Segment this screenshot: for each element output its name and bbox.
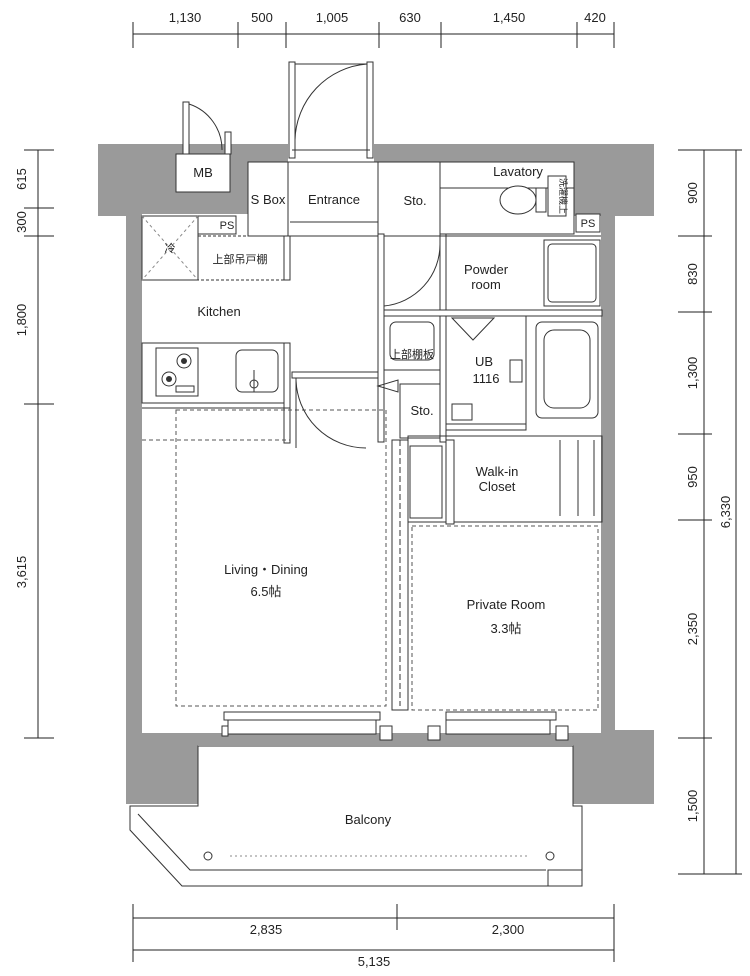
toilet-icon: 洗濯機上 (499, 175, 569, 217)
washer-tag: 洗濯機上 (558, 178, 569, 214)
dim-top-2: 500 (251, 10, 273, 25)
dimension-bottom: 2,835 2,300 5,135 (132, 904, 615, 969)
dim-left-3: 1,800 (14, 304, 29, 337)
interior-doors[interactable] (291, 243, 441, 449)
dim-left-2: 300 (14, 211, 29, 233)
ub-label-1: UB (475, 354, 493, 369)
dimension-top: 1,130 500 1,005 630 1,450 420 (132, 10, 615, 48)
interior-walls (141, 161, 603, 711)
windows-south (221, 711, 569, 741)
dimension-right: 900 830 1,300 950 2,350 1,500 6,330 (678, 149, 742, 875)
dim-right-1: 900 (685, 182, 700, 204)
sto-mid-label: Sto. (410, 403, 433, 418)
powder-label-2: room (471, 277, 501, 292)
living-label-1: Living・Dining (224, 562, 308, 577)
sbox-label: S Box (251, 192, 286, 207)
mb-area: MB (175, 101, 232, 193)
dim-right-total: 6,330 (718, 496, 733, 529)
dim-top-3: 1,005 (316, 10, 349, 25)
ps-right-label: PS (581, 218, 596, 230)
mb-label: MB (193, 165, 213, 180)
dim-top-6: 420 (584, 10, 606, 25)
upper-shelf-label: 上部棚板 (390, 347, 434, 361)
balcony-label: Balcony (345, 812, 392, 827)
walkin-label-2: Closet (479, 479, 516, 494)
private-label-1: Private Room (467, 597, 546, 612)
sto-top-label: Sto. (403, 193, 426, 208)
dim-right-5: 2,350 (685, 613, 700, 646)
dim-bottom-1: 2,835 (250, 922, 283, 937)
dim-top-1: 1,130 (169, 10, 202, 25)
dim-right-3: 1,300 (685, 357, 700, 390)
entrance-door[interactable] (288, 61, 374, 159)
dim-bottom-2: 2,300 (492, 922, 525, 937)
dim-right-6: 1,500 (685, 790, 700, 823)
dim-top-4: 630 (399, 10, 421, 25)
dim-right-2: 830 (685, 263, 700, 285)
dimension-left: 615 300 1,800 3,615 (14, 149, 54, 739)
upper-cabinet-label: 上部吊戸棚 (213, 252, 268, 266)
dim-right-4: 950 (685, 466, 700, 488)
balcony (129, 745, 583, 887)
dim-left-1: 615 (14, 168, 29, 190)
ps-left-label: PS (220, 220, 235, 232)
powder-label-1: Powder (464, 262, 509, 277)
walkin-label-1: Walk-in (476, 464, 519, 479)
room-labels: S Box Entrance Sto. Lavatory PS PS 冷 上部吊… (165, 164, 596, 827)
dim-bottom-total: 5,135 (358, 954, 391, 969)
dim-left-4: 3,615 (14, 556, 29, 589)
living-label-2: 6.5帖 (250, 584, 281, 599)
lavatory-label: Lavatory (493, 164, 543, 179)
kitchen-label: Kitchen (197, 304, 240, 319)
entrance-label: Entrance (308, 192, 360, 207)
ub-label-2: 1116 (473, 371, 500, 386)
dim-top-5: 1,450 (493, 10, 526, 25)
private-label-2: 3.3帖 (490, 621, 521, 636)
fridge-label: 冷 (165, 242, 176, 255)
